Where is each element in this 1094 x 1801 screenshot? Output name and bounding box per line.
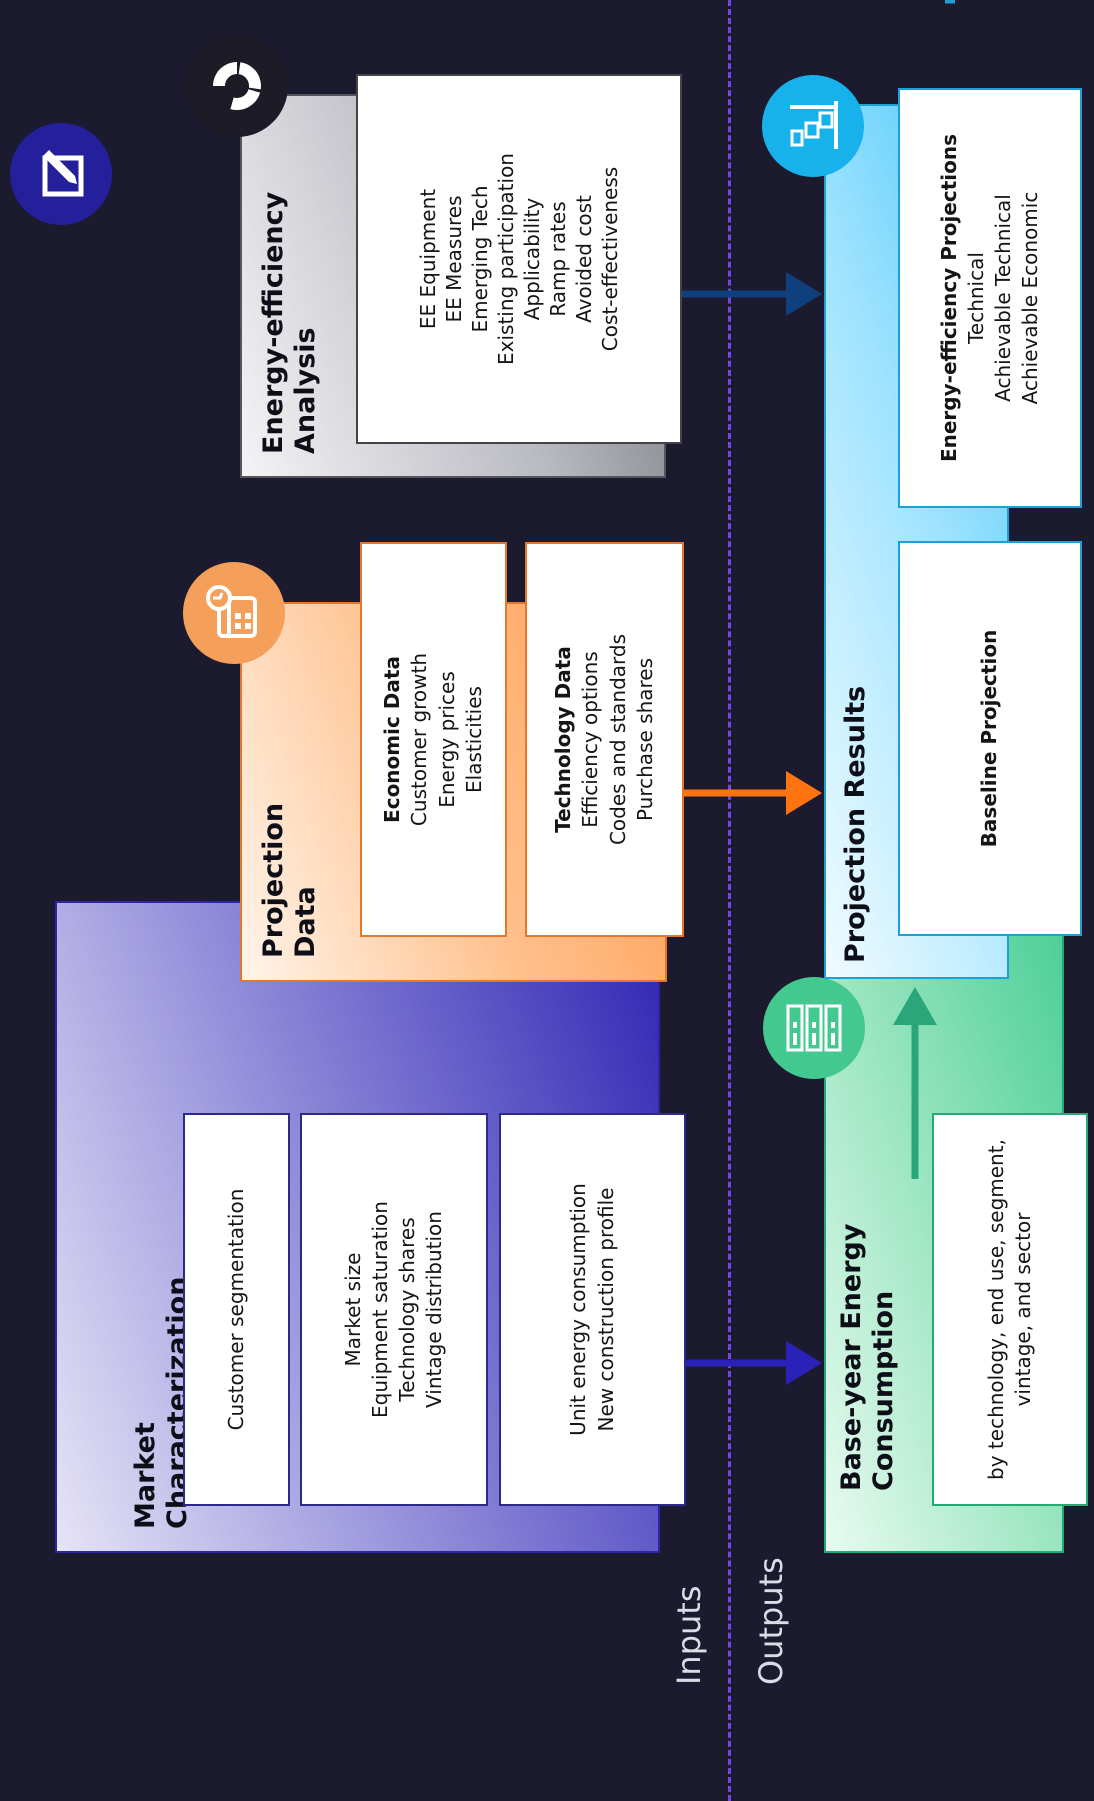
- ee-analysis-to-results-arrow: [682, 272, 822, 316]
- market-to-base-arrow: [686, 1341, 822, 1385]
- server-stack-icon: [763, 977, 865, 1079]
- pencil-square-icon: [10, 123, 112, 225]
- circular-arrows-icon: [186, 35, 288, 137]
- projection-data-to-results-arrow: [684, 771, 822, 815]
- calendar-clock-icon: [183, 562, 285, 664]
- base-to-results-arrow: [893, 987, 937, 1179]
- bar-chart-icon: [762, 75, 864, 177]
